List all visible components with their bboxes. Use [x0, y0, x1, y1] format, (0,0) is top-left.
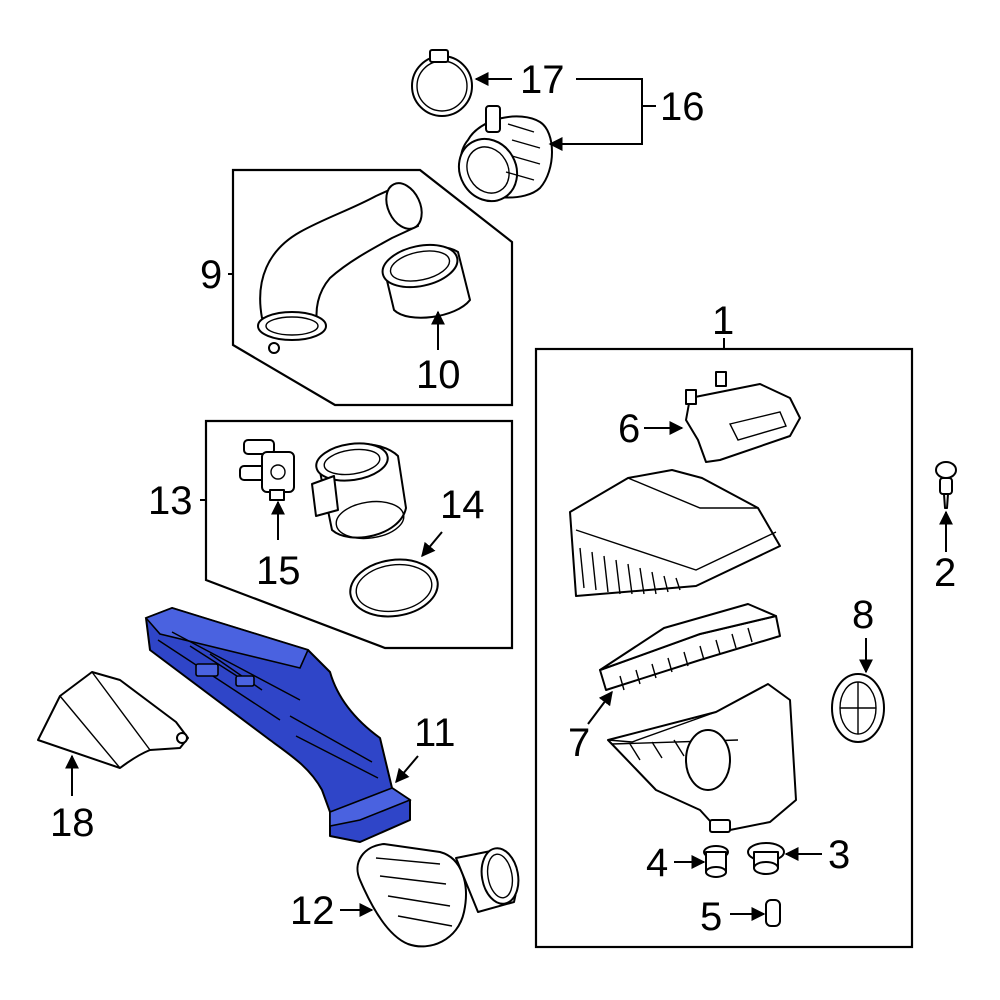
elbow-part-12[interactable]	[356, 843, 522, 948]
callout-5: 5	[700, 895, 722, 939]
leader-14	[421, 531, 443, 558]
leader-16-bracket	[548, 78, 643, 151]
callout-1: 1	[712, 299, 734, 343]
callout-13: 13	[148, 479, 193, 523]
callout-2: 2	[934, 551, 956, 595]
callout-16: 16	[660, 85, 705, 129]
callout-4: 4	[646, 841, 668, 885]
callout-18: 18	[50, 801, 95, 845]
callout-6: 6	[618, 407, 640, 451]
callout-3: 3	[828, 833, 850, 877]
callout-8: 8	[852, 593, 874, 637]
callout-15: 15	[256, 549, 301, 593]
pin-part-5[interactable]	[765, 899, 781, 927]
push-pin-part-2[interactable]	[935, 461, 957, 509]
insulator-part-4[interactable]	[703, 845, 729, 878]
callout-12: 12	[290, 889, 335, 933]
air-cleaner-lower-housing[interactable]	[607, 683, 797, 833]
callout-10: 10	[416, 353, 461, 397]
group-box-9	[231, 168, 514, 407]
valve-part-15[interactable]	[239, 439, 295, 501]
callout-17: 17	[520, 58, 565, 102]
callout-11: 11	[414, 711, 456, 755]
filter-element-part-7[interactable]	[599, 603, 781, 691]
grommet-part-3[interactable]	[747, 842, 785, 875]
group-box-13	[204, 419, 514, 650]
intake-tube-part-9[interactable]	[257, 177, 429, 354]
seal-ring-part-14[interactable]	[347, 554, 442, 622]
deflector-part-18[interactable]	[37, 671, 189, 769]
leader-11	[395, 755, 419, 784]
callout-7: 7	[568, 721, 590, 765]
clamp-part-17[interactable]	[411, 49, 473, 117]
callout-14: 14	[440, 483, 485, 527]
air-duct-part-11[interactable]	[144, 607, 412, 843]
leader-7	[587, 690, 613, 725]
air-cleaner-cover[interactable]	[569, 469, 781, 597]
inlet-cover-part-6[interactable]	[685, 371, 801, 463]
cap-part-8[interactable]	[831, 673, 885, 743]
maf-housing-part-16[interactable]	[448, 105, 553, 212]
callout-9: 9	[200, 253, 222, 297]
coupler-part-10[interactable]	[379, 239, 471, 319]
maf-body-part-13[interactable]	[311, 439, 407, 542]
